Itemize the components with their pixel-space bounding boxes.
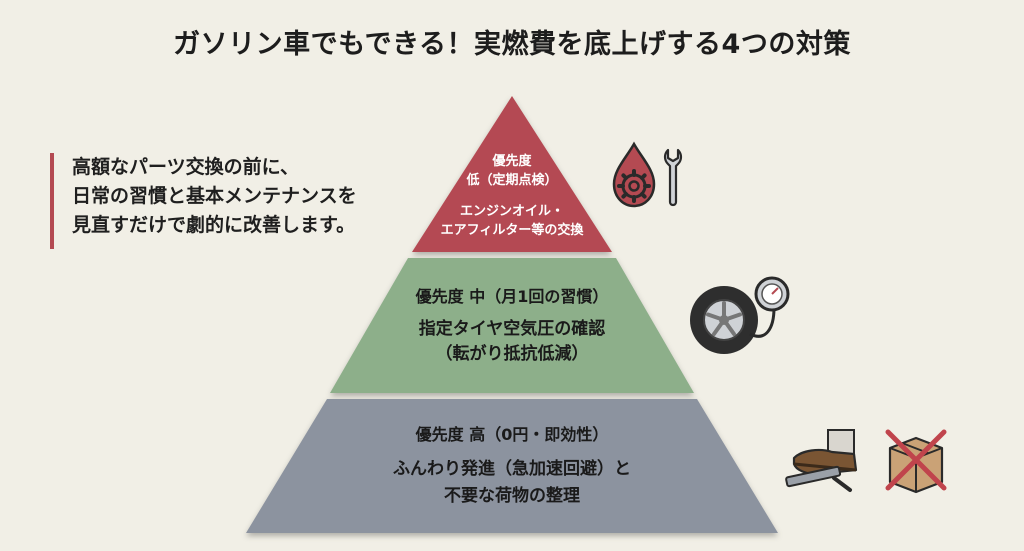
tier-bottom-measure-1: ふんわり発進（急加速回避）と xyxy=(393,459,631,479)
tier-middle-measure-2: （転がり抵抗低減） xyxy=(435,344,589,364)
tier-top-priority-2: 低（定期点検） xyxy=(466,173,558,188)
tier-top-text: 優先度 低（定期点検） エンジンオイル・ エアフィルター等の交換 xyxy=(412,152,612,240)
tier-bottom-priority: 優先度 高（0円・即効性） xyxy=(415,425,609,444)
tier-bottom-text: 優先度 高（0円・即効性） ふんわり発進（急加速回避）と 不要な荷物の整理 xyxy=(330,424,694,510)
page-title: ガソリン車でもできる！実燃費を底上げする4つの対策 xyxy=(173,29,851,60)
intro-line-2: 日常の習慣と基本メンテナンスを xyxy=(72,185,357,207)
crossed-box-icon xyxy=(885,429,947,494)
tier-middle-text: 優先度 中（月1回の習慣） 指定タイヤ空気圧の確認 （転がり抵抗低減） xyxy=(340,286,684,367)
tire-pressure-gauge-icon xyxy=(690,276,790,354)
tier-top-measure-1: エンジンオイル・ xyxy=(459,204,564,219)
tier-middle-measure-1: 指定タイヤ空気圧の確認 xyxy=(418,319,606,339)
foot-pedal-icon xyxy=(785,429,858,492)
oil-drop-gear-wrench-icon xyxy=(612,141,683,208)
intro-text: 高額なパーツ交換の前に、 日常の習慣と基本メンテナンスを 見直すだけで劇的に改善… xyxy=(50,153,390,249)
intro-line-1: 高額なパーツ交換の前に、 xyxy=(72,156,300,178)
pyramid-tier-bottom xyxy=(246,399,778,533)
tier-bottom-measure-2: 不要な荷物の整理 xyxy=(444,486,580,506)
intro-line-3: 見直すだけで劇的に改善します。 xyxy=(72,214,356,236)
pyramid-tier-middle xyxy=(330,258,694,393)
tier-middle-priority: 優先度 中（月1回の習慣） xyxy=(415,287,609,306)
tier-top-measure-2: エアフィルター等の交換 xyxy=(440,223,584,238)
pyramid-tier-top xyxy=(412,96,612,252)
tier-top-priority-1: 優先度 xyxy=(492,154,532,169)
